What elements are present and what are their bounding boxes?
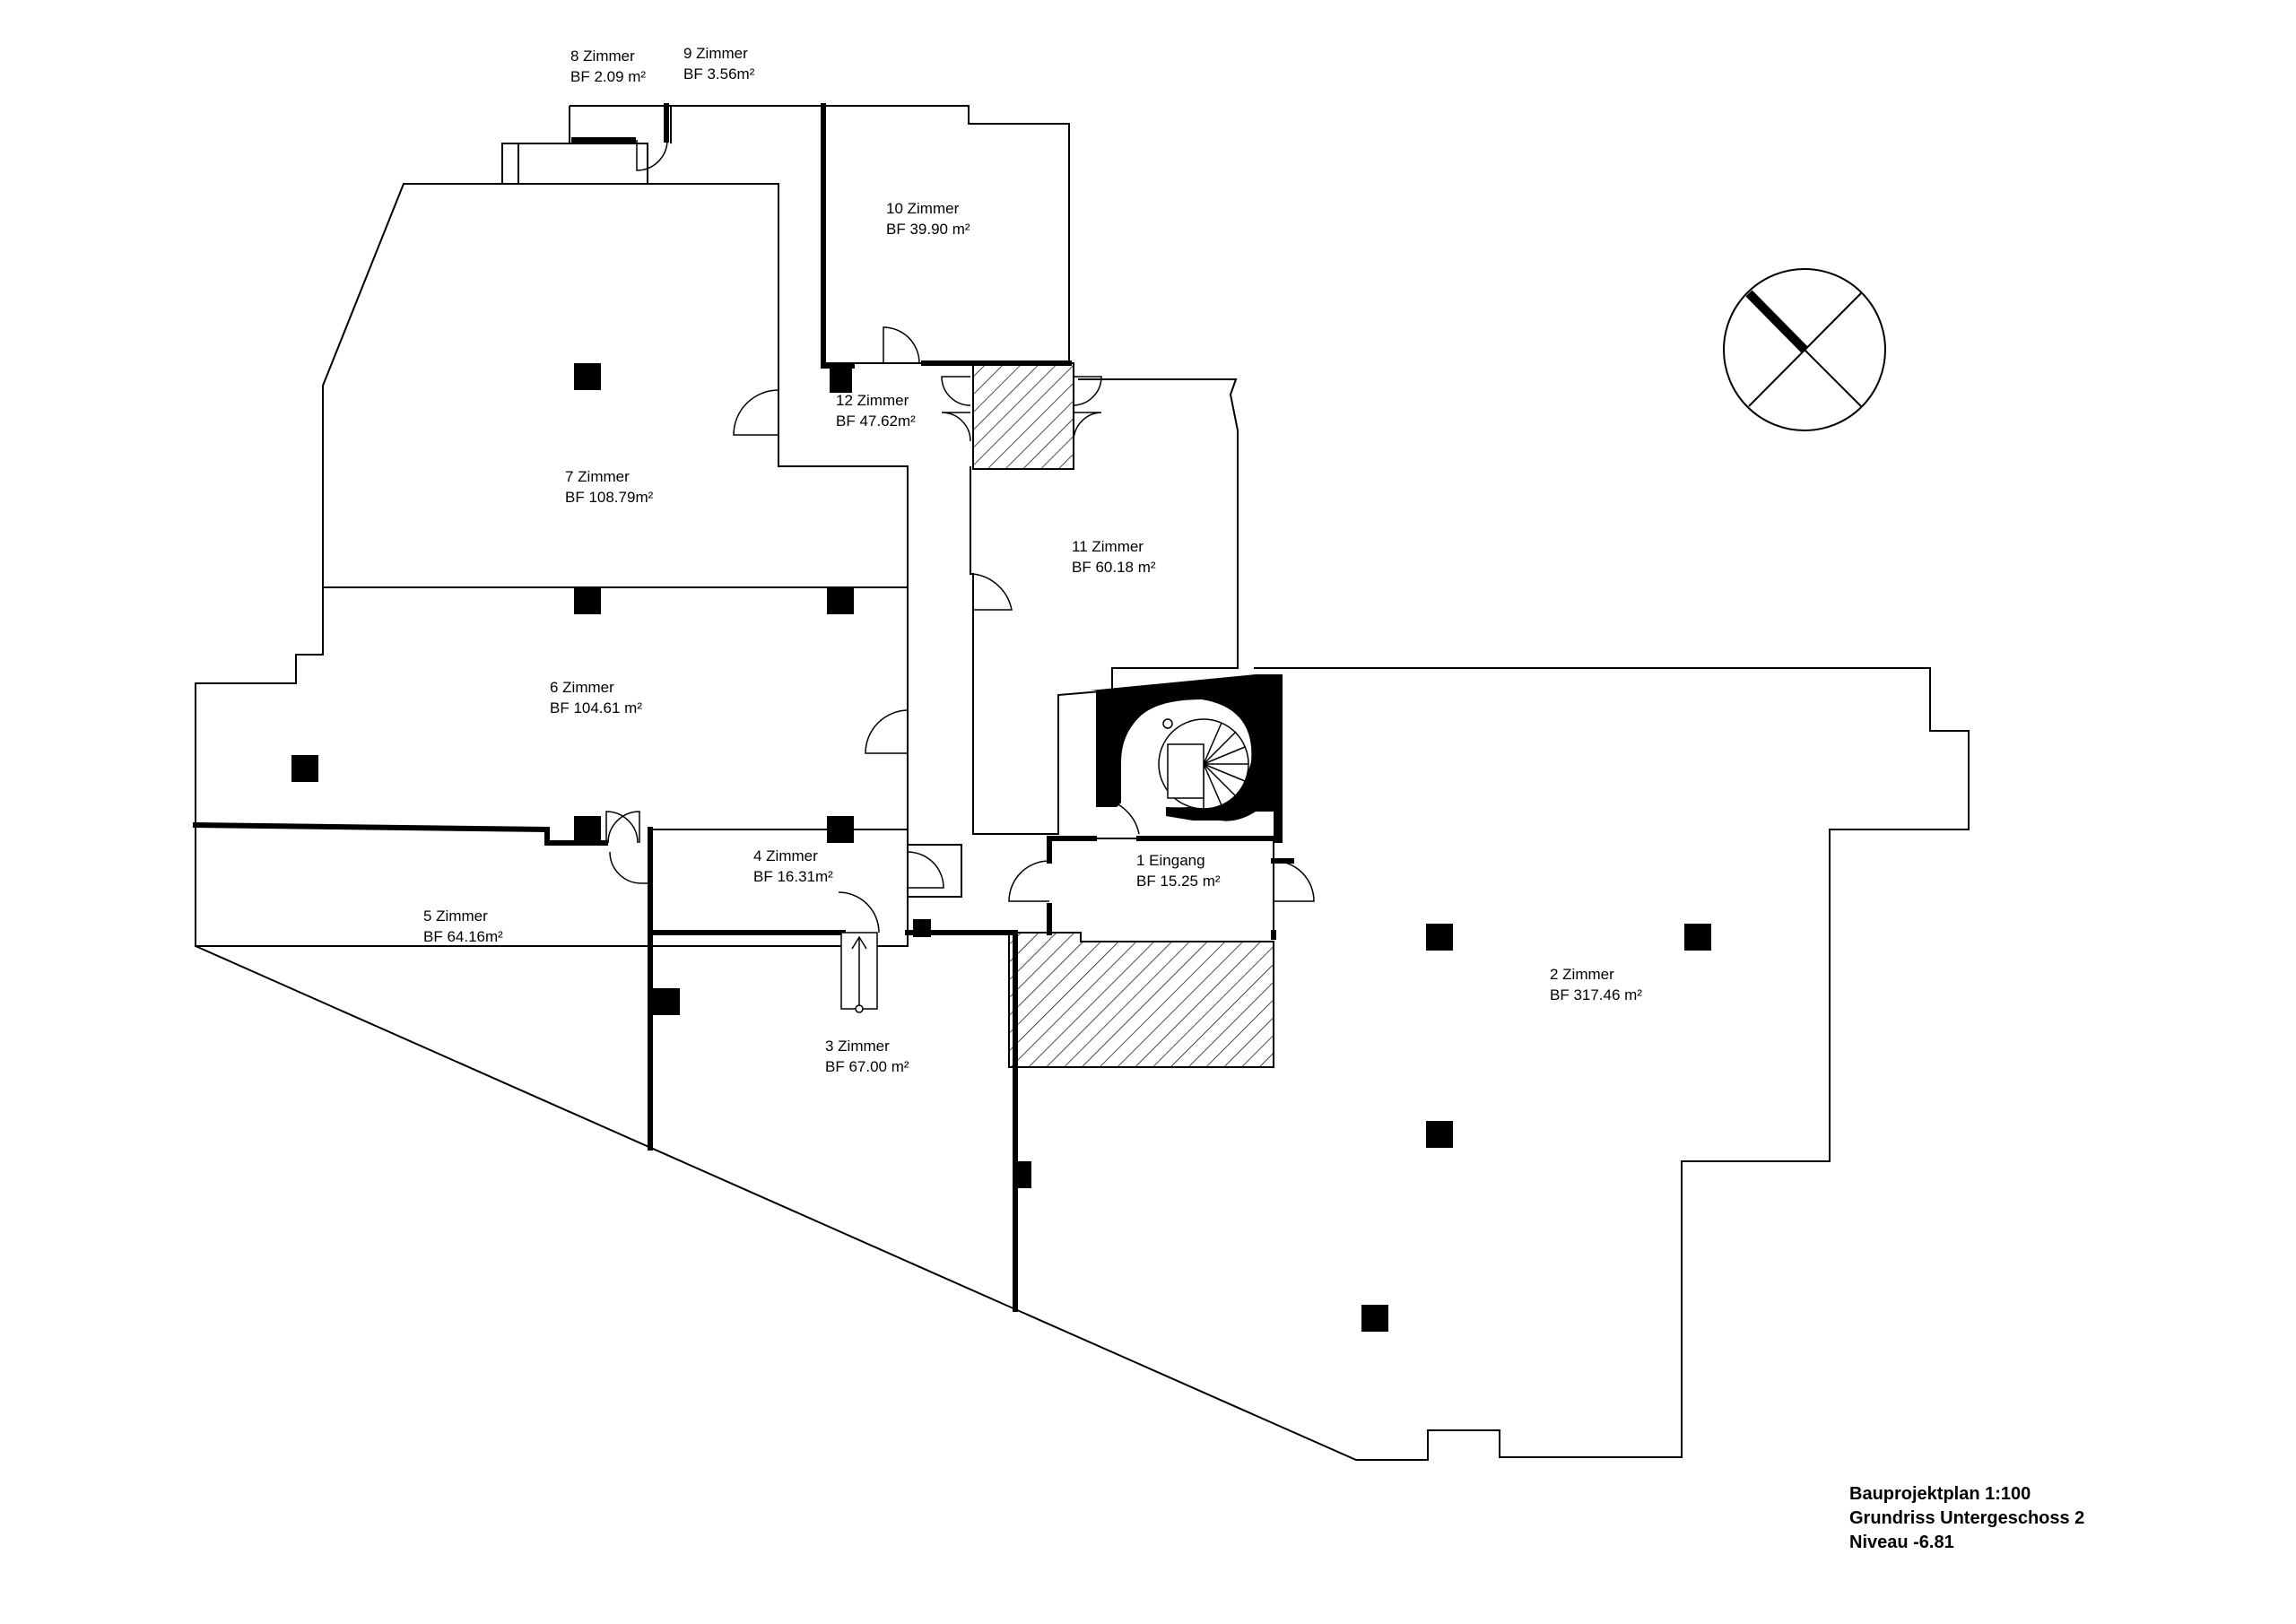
room-7-outline: [322, 143, 909, 588]
room-1-area: BF 15.25 m²: [1136, 873, 1221, 890]
door-swings: [605, 139, 1315, 934]
room-4-area: BF 16.31m²: [753, 868, 833, 885]
room-5-name: 5 Zimmer: [423, 908, 488, 925]
room-6-area: BF 104.61 m²: [550, 699, 642, 716]
room-4-name: 4 Zimmer: [753, 847, 818, 864]
columns: [291, 363, 1711, 1332]
room-3-name: 3 Zimmer: [825, 1038, 890, 1055]
title-level: Niveau -6.81: [1849, 1533, 1954, 1552]
title-block: Bauprojektplan 1:100 Grundriss Untergesc…: [1849, 1484, 2084, 1552]
room-12-name: 12 Zimmer: [836, 392, 909, 409]
north-arrow-icon: [1723, 268, 1886, 431]
hatched-areas: [972, 362, 1274, 1068]
wall-outlines: [195, 105, 1970, 1461]
room-5-area: BF 64.16m²: [423, 928, 503, 945]
room-4-outline: [650, 829, 909, 897]
room-2-name: 2 Zimmer: [1550, 966, 1614, 983]
room-11-name: 11 Zimmer: [1072, 538, 1144, 555]
room-6-name: 6 Zimmer: [550, 679, 614, 696]
room-6-outline: [195, 587, 909, 947]
room-2-area: BF 317.46 m²: [1550, 986, 1642, 1003]
room-10-name: 10 Zimmer: [886, 200, 960, 217]
room-3-area: BF 67.00 m²: [825, 1058, 909, 1075]
room-7-area: BF 108.79m²: [565, 489, 654, 506]
room-10-area: BF 39.90 m²: [886, 221, 970, 238]
room-2-outline: [1014, 667, 1970, 1461]
title-scale: Bauprojektplan 1:100: [1849, 1484, 2031, 1504]
room-labels: 1 Eingang BF 15.25 m² 2 Zimmer BF 317.46…: [423, 45, 1642, 1075]
straight-stair-icon: [840, 932, 878, 1013]
room-8-name: 8 Zimmer: [570, 48, 635, 65]
room-8-area: BF 2.09 m²: [570, 68, 646, 85]
room-1-name: 1 Eingang: [1136, 852, 1205, 869]
room-5-outline: [195, 945, 1016, 1310]
room-11-area: BF 60.18 m²: [1072, 559, 1156, 576]
room-9-area: BF 3.56m²: [683, 65, 755, 83]
room-12-area: BF 47.62m²: [836, 413, 916, 430]
spiral-stair-icon: [1090, 674, 1283, 843]
room-9-name: 9 Zimmer: [683, 45, 748, 62]
corridor-outline: [907, 466, 962, 898]
room-7-name: 7 Zimmer: [565, 468, 630, 485]
title-floor: Grundriss Untergeschoss 2: [1849, 1508, 2084, 1528]
